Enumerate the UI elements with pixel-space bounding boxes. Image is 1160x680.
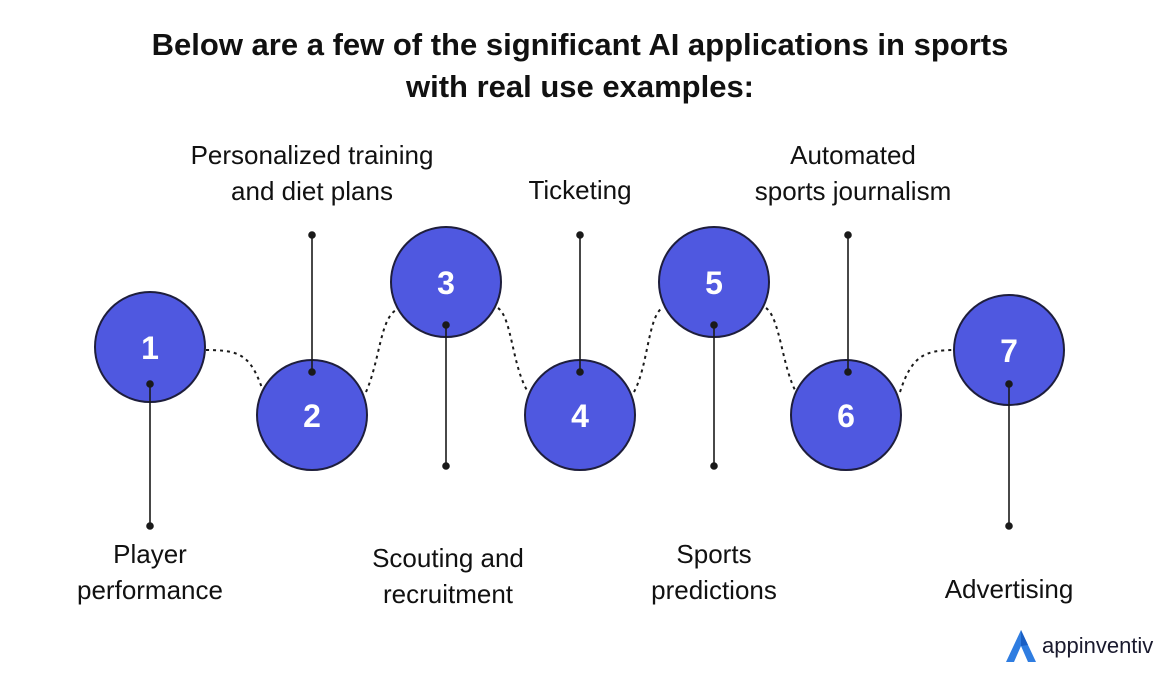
pin-dot-4-end <box>576 231 584 239</box>
label-step-1-line-2: performance <box>77 575 223 605</box>
label-step-2: Personalized training and diet plans <box>152 137 472 209</box>
title-line-1: Below are a few of the significant AI ap… <box>151 27 1009 62</box>
label-step-5: Sports predictions <box>604 536 824 608</box>
label-step-3-line-1: Scouting and <box>372 543 524 573</box>
label-step-6-line-2: sports journalism <box>754 176 952 206</box>
label-step-7-line-1: Advertising <box>944 574 1074 604</box>
pin-dot-7-end <box>1005 522 1013 530</box>
pin-dot-1-top <box>146 380 154 388</box>
pin-dot-4-node <box>576 368 584 376</box>
node-3-number: 3 <box>437 265 455 301</box>
pin-lines <box>146 231 1013 530</box>
pin-dot-5-end <box>710 462 718 470</box>
node-6-number: 6 <box>837 398 855 434</box>
label-step-6-line-1: Automated <box>790 140 916 170</box>
node-4-number: 4 <box>571 398 589 434</box>
label-step-3-line-2: recruitment <box>382 579 514 609</box>
node-7-number: 7 <box>1000 333 1018 369</box>
logo-text: appinventiv <box>1042 633 1154 658</box>
label-step-7: Advertising <box>909 571 1109 607</box>
appinventiv-logo: appinventiv <box>1004 626 1153 666</box>
pin-dot-7-node <box>1005 380 1013 388</box>
page-title: Below are a few of the significant AI ap… <box>0 24 1160 108</box>
connectors <box>205 307 957 393</box>
connector-5-6 <box>765 307 797 393</box>
title-line-2: with real use examples: <box>405 69 755 104</box>
label-step-5-line-1: Sports <box>676 539 752 569</box>
connector-1-2 <box>205 349 263 389</box>
pin-dot-2-node <box>308 368 316 376</box>
connector-4-5 <box>633 307 663 393</box>
node-6-circle <box>790 359 902 471</box>
pin-dot-3-node <box>442 321 450 329</box>
connector-6-7 <box>899 349 957 393</box>
label-step-1: Player performance <box>50 536 250 608</box>
pin-dot-1-end <box>146 522 154 530</box>
pin-dot-5-node <box>710 321 718 329</box>
label-step-3: Scouting and recruitment <box>328 540 568 612</box>
label-step-4: Ticketing <box>480 172 680 208</box>
label-step-6: Automated sports journalism <box>723 137 983 209</box>
nodes <box>94 226 1065 471</box>
connector-2-3 <box>365 309 397 393</box>
label-step-2-line-1: Personalized training <box>190 140 434 170</box>
pin-dot-6-node <box>844 368 852 376</box>
appinventiv-a-icon <box>1006 630 1036 662</box>
label-step-2-line-2: and diet plans <box>231 176 393 206</box>
label-step-1-line-1: Player <box>113 539 187 569</box>
node-1-number: 1 <box>141 330 159 366</box>
pin-dot-6-end <box>844 231 852 239</box>
node-2-number: 2 <box>303 398 321 434</box>
node-5-number: 5 <box>705 265 723 301</box>
label-step-4-line-1: Ticketing <box>528 175 632 205</box>
pin-dot-3-end <box>442 462 450 470</box>
pin-dot-2-end <box>308 231 316 239</box>
node-numbers: 1 2 3 4 5 6 7 <box>141 265 1018 434</box>
connector-3-4 <box>497 307 529 393</box>
label-step-5-line-2: predictions <box>651 575 777 605</box>
